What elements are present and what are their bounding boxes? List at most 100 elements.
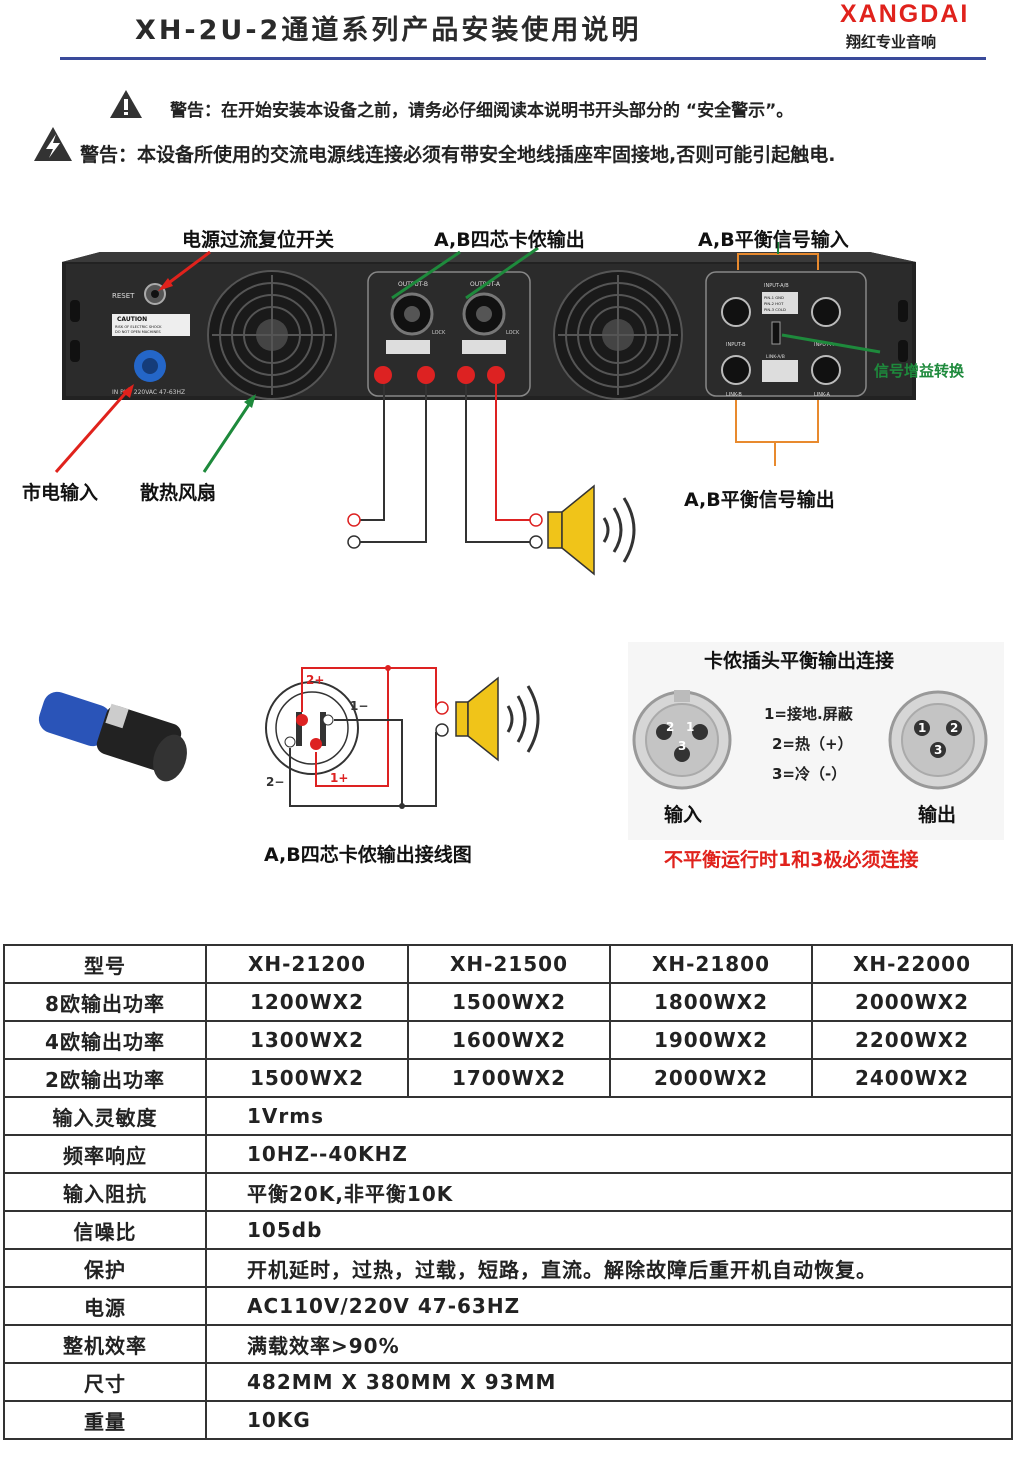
pin-legend-3: 3=冷（-） [772, 765, 847, 783]
table-row: 输入阻抗平衡20K,非平衡10K [3, 1172, 1013, 1212]
caution-sub-1: RISK OF ELECTRIC SHOCK [115, 325, 162, 329]
row-value: 1Vrms [205, 1096, 1013, 1136]
xlr-link-a[interactable] [811, 355, 841, 385]
binding-post-a-minus[interactable] [457, 366, 475, 384]
svg-text:3: 3 [934, 743, 942, 757]
input-a-label: INPUT-A [814, 342, 834, 348]
xlr-output-label: 输出 [918, 804, 957, 826]
xlr-output-connector: 1 2 3 [888, 690, 988, 790]
row-value: AC110V/220V 47-63HZ [205, 1286, 1013, 1326]
row-label: 频率响应 [3, 1134, 207, 1174]
caution-label: CAUTION [117, 316, 147, 323]
row-value: 满载效率>90% [205, 1324, 1013, 1364]
label-gain-switch: 信号增益转换 [874, 362, 965, 380]
rear-panel-diagram: RESET CAUTION RISK OF ELECTRIC SHOCK DO … [54, 242, 916, 576]
row-value: 10HZ--40KHZ [205, 1134, 1013, 1174]
label-speakon-output: A,B四芯卡侬输出 [434, 229, 585, 251]
wiring-diagrams: 2+ 1− 2− 1+ 2 1 3 1 2 3 [38, 642, 1004, 840]
label-reset-switch: 电源过流复位开关 [182, 229, 335, 251]
row-label: 输入阻抗 [3, 1172, 207, 1212]
warning-text-2: 警告：本设备所使用的交流电源线连接必须有带安全地线插座牢固接地,否则可能引起触电… [80, 144, 836, 166]
row-label: 整机效率 [3, 1324, 207, 1364]
table-row: 保护开机延时，过热，过载，短路，直流。解除故障后重开机自动恢复。 [3, 1248, 1013, 1288]
wiring-caption: A,B四芯卡侬输出接线图 [264, 844, 472, 866]
model-header: 型号 [3, 944, 207, 984]
link-ab-label: LINK-A/B [766, 354, 785, 360]
model-cell: XH-21500 [407, 944, 611, 984]
xlr-title: 卡侬插头平衡输出连接 [704, 650, 895, 672]
row-value: 1800WX2 [609, 982, 813, 1022]
xlr-input-a[interactable] [811, 297, 841, 327]
warning-text-1: 警告：在开始安装本设备之前，请务必仔细阅读本说明书开头部分的 “安全警示”。 [170, 101, 794, 121]
model-cell: XH-21800 [609, 944, 813, 984]
binding-post-b-plus[interactable] [374, 366, 392, 384]
label-balanced-input: A,B平衡信号输入 [698, 229, 849, 251]
pin-2plus: 2+ [306, 673, 324, 687]
header-divider [60, 57, 986, 60]
xlr-input-b[interactable] [721, 297, 751, 327]
svg-text:1: 1 [686, 720, 694, 734]
xlr-link-b[interactable] [721, 355, 751, 385]
row-label: 输入灵敏度 [3, 1096, 207, 1136]
svg-text:1: 1 [918, 721, 926, 735]
pin-2-label: PIN-2 HOT [764, 301, 784, 306]
speaker-icon [547, 484, 636, 576]
pin-legend-1: 1=接地.屏蔽 [764, 705, 853, 723]
power-input-label: IN PUT 220VAC 47-63HZ [112, 389, 185, 396]
table-header-row: 型号 XH-21200 XH-21500 XH-21800 XH-22000 [3, 944, 1013, 984]
row-value: 105db [205, 1210, 1013, 1250]
pin-legend-2: 2=热（+） [772, 735, 853, 753]
row-value: 平衡20K,非平衡10K [205, 1172, 1013, 1212]
input-b-label: INPUT-B [726, 342, 746, 348]
row-label: 信噪比 [3, 1210, 207, 1250]
spec-table: 型号 XH-21200 XH-21500 XH-21800 XH-22000 8… [3, 944, 1013, 1440]
caution-sub-2: DO NOT OPEN MACHINES [115, 330, 161, 334]
input-ab-label: INPUT-A/B [764, 283, 789, 289]
row-label: 保护 [3, 1248, 207, 1288]
xlr-input-label: 输入 [664, 804, 703, 826]
lock-label-a: LOCK [506, 330, 520, 336]
row-label: 尺寸 [3, 1362, 207, 1402]
row-value: 1300WX2 [205, 1020, 409, 1060]
brand-logo: XANGDAI [840, 0, 970, 28]
binding-post-a-plus[interactable] [487, 366, 505, 384]
svg-text:2: 2 [950, 721, 958, 735]
row-value: 2400WX2 [811, 1058, 1013, 1098]
row-value: 1200WX2 [205, 982, 409, 1022]
model-cell: XH-21200 [205, 944, 409, 984]
cooling-fan-right [553, 270, 683, 400]
row-value: 1900WX2 [609, 1020, 813, 1060]
model-cell: XH-22000 [811, 944, 1013, 984]
pin-1minus: 1− [350, 699, 368, 713]
speakon-plug-image [38, 691, 187, 782]
pin-3-label: PIN-3 COLD [764, 307, 786, 312]
row-label: 重量 [3, 1400, 207, 1440]
unbalanced-note: 不平衡运行时1和3极必须连接 [664, 849, 919, 871]
label-balanced-output: A,B平衡信号输出 [684, 489, 835, 511]
row-value: 1500WX2 [205, 1058, 409, 1098]
row-value: 2000WX2 [609, 1058, 813, 1098]
table-row: 整机效率满载效率>90% [3, 1324, 1013, 1364]
row-value: 2200WX2 [811, 1020, 1013, 1060]
row-value: 482MM X 380MM X 93MM [205, 1362, 1013, 1402]
row-label: 4欧输出功率 [3, 1020, 207, 1060]
row-label: 8欧输出功率 [3, 982, 207, 1022]
row-label: 电源 [3, 1286, 207, 1326]
lock-label-b: LOCK [432, 330, 446, 336]
label-cooling-fan: 散热风扇 [140, 482, 217, 504]
reset-label: RESET [112, 292, 135, 300]
speaker-icon-2 [455, 676, 540, 762]
binding-post-b-minus[interactable] [417, 366, 435, 384]
label-mains-input: 市电输入 [22, 482, 99, 504]
gain-switch[interactable] [771, 321, 781, 345]
svg-text:2: 2 [666, 720, 674, 734]
xlr-input-connector: 2 1 3 [632, 690, 732, 790]
